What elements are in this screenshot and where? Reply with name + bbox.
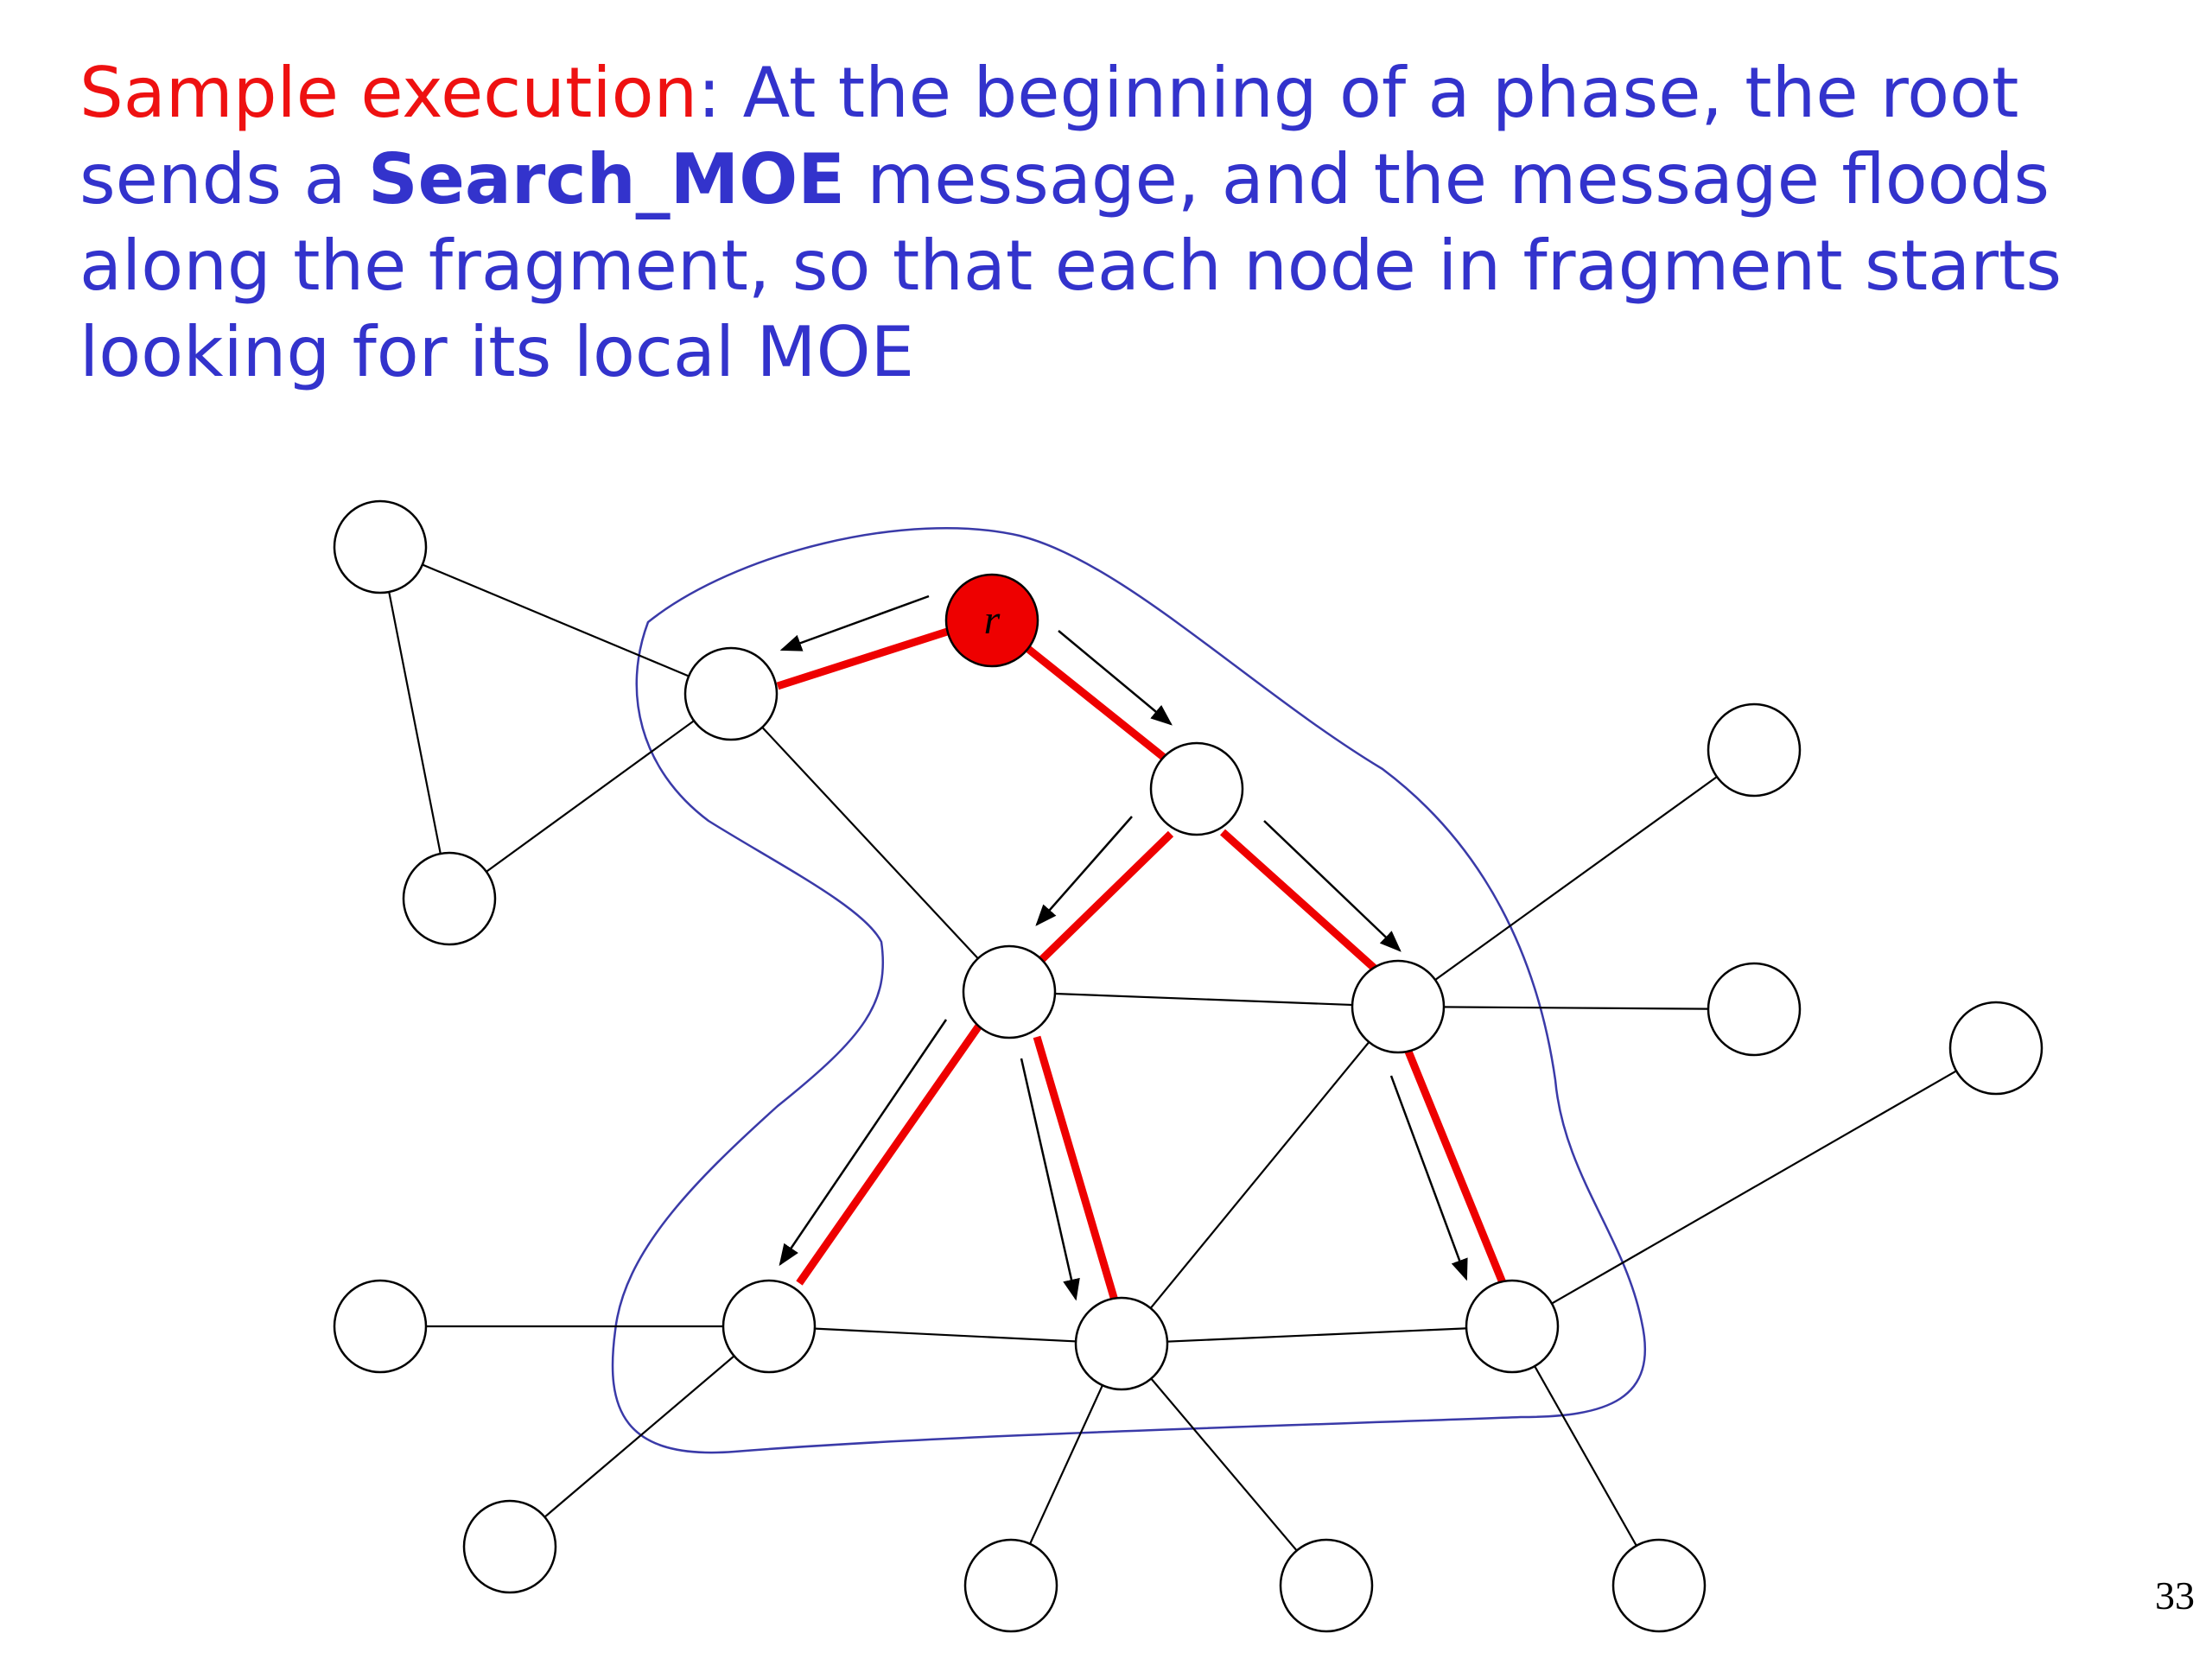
title-text-1: : At the beginning of a phase, the root … — [79, 53, 2019, 219]
graph-node — [1465, 1279, 1560, 1374]
edge — [1121, 1343, 1327, 1586]
graph-node — [402, 851, 497, 946]
graph-node — [333, 1279, 428, 1374]
tree-edge — [1402, 1046, 1508, 1287]
graph-node — [1707, 962, 1802, 1057]
graph-nodes — [333, 499, 2044, 1633]
graph-node — [1149, 741, 1244, 836]
tree-edge — [1219, 829, 1377, 971]
graph-node — [962, 944, 1057, 1039]
graph-node — [683, 646, 779, 741]
title-text-2: message, and the message floods along th… — [79, 139, 2063, 392]
edge — [378, 546, 451, 899]
edge — [768, 1325, 1122, 1345]
graph-node — [1707, 702, 1802, 798]
message-arrow — [1020, 1058, 1080, 1301]
message-arrow — [1058, 630, 1173, 726]
edge — [1397, 749, 1755, 1007]
message-arrow — [779, 594, 930, 652]
graph-node — [1074, 1296, 1169, 1391]
edge — [1511, 1047, 1997, 1327]
graph-node — [333, 499, 428, 594]
title-highlight: Sample execution — [79, 53, 698, 133]
page-number: 33 — [2155, 1573, 2195, 1618]
tree-edge — [1033, 1035, 1119, 1302]
title-message-name: Search_MOE — [367, 139, 845, 219]
graph-node — [963, 1538, 1058, 1633]
slide-title: Sample execution: At the beginning of a … — [79, 50, 2188, 396]
fragment-outline — [611, 527, 1647, 1454]
edge — [730, 693, 1010, 993]
edge — [379, 545, 732, 696]
root-node — [944, 573, 1039, 668]
tree-edge — [1033, 830, 1174, 968]
edge — [1511, 1325, 1660, 1586]
graph-node — [462, 1499, 557, 1594]
graph-node — [1948, 1001, 2044, 1096]
tree-edge — [796, 1017, 987, 1286]
message-arrow — [779, 1019, 948, 1267]
graph-node — [1279, 1538, 1374, 1633]
edge — [448, 693, 732, 899]
edge — [1121, 1325, 1513, 1345]
fragment-tree-edges — [776, 614, 1508, 1302]
graph-node — [721, 1279, 817, 1374]
graph-edges — [378, 545, 1997, 1586]
message-arrow — [1263, 820, 1402, 952]
edge — [1121, 1006, 1399, 1344]
search-moe-arrows — [779, 594, 1468, 1301]
root-label: r — [984, 597, 1001, 643]
tree-edge — [1017, 639, 1173, 766]
edge — [509, 1325, 770, 1548]
graph-node — [1351, 959, 1446, 1054]
edge — [1397, 1005, 1755, 1011]
message-arrow — [1389, 1075, 1468, 1281]
graph-node — [1611, 1538, 1707, 1633]
message-arrow — [1035, 816, 1133, 926]
edge — [1008, 990, 1399, 1008]
